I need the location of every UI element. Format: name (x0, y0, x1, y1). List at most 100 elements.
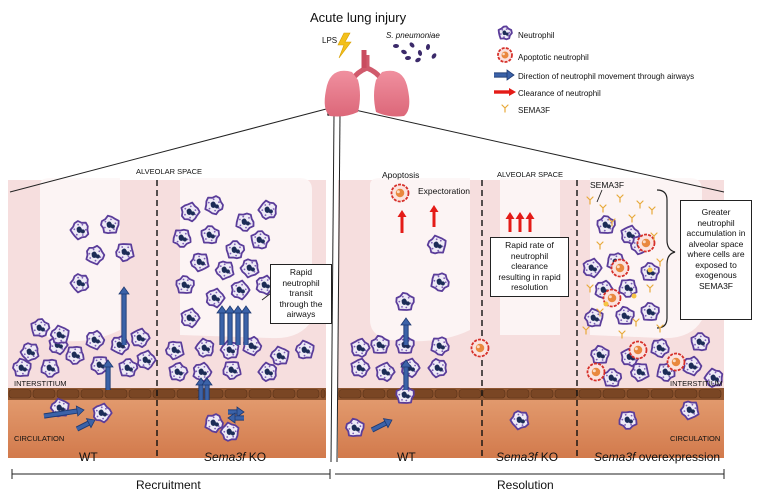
migration-arrow (224, 305, 236, 345)
neutrophil-cell (189, 252, 210, 273)
neutrophil-cell (200, 225, 221, 245)
neutrophil-cell (430, 272, 450, 293)
neutrophil-cell (582, 257, 603, 279)
neutrophil-cell (497, 25, 513, 41)
sema3f-marker (586, 284, 594, 293)
sema3f-marker (596, 241, 604, 250)
migration-arrow (201, 377, 213, 400)
sema3f-marker (650, 232, 658, 241)
neutrophil-cell (682, 355, 703, 377)
neutrophil-cell (115, 243, 135, 263)
neutrophil-cell (375, 361, 396, 383)
migration-arrow (370, 418, 393, 433)
migration-arrow (228, 406, 245, 418)
migration-arrow (216, 305, 228, 345)
migration-arrow (43, 405, 85, 419)
neutrophil-cell (395, 291, 415, 311)
neutrophil-cell (222, 361, 242, 381)
migration-arrow (75, 418, 96, 432)
neutrophil-cell (257, 199, 278, 221)
neutrophil-cell (65, 345, 85, 365)
neutrophil-cell (590, 344, 610, 364)
neutrophil-cell (395, 384, 415, 404)
neutrophil-cell (370, 334, 390, 354)
apoptotic-neutrophil-cell (470, 338, 490, 358)
neutrophil-cell (269, 345, 290, 366)
oe-accumulation-callout: Greater neutrophil accumulation in alveo… (680, 200, 752, 320)
neutrophil-cell (205, 287, 226, 309)
neutrophil-cell (30, 318, 51, 338)
legend-sema3f: SEMA3F (518, 106, 551, 115)
neutrophil-cell (690, 332, 711, 352)
neutrophil-cell (239, 258, 260, 279)
ko-clearance-callout: Rapid rate of neutrophil clearance resul… (490, 237, 569, 297)
clearance-arrow (505, 212, 515, 232)
left-circulation-label: CIRCULATION (14, 434, 65, 443)
neutrophil-cell (90, 356, 110, 376)
neutrophil-cell (679, 400, 700, 421)
figure-title: Acute lung injury (310, 10, 407, 25)
neutrophil-cell (69, 273, 90, 294)
migration-arrow (227, 412, 244, 424)
lungs-icon (324, 50, 410, 117)
neutrophil-cell (164, 340, 185, 361)
sema3f-layer (582, 194, 664, 339)
recruitment-label: Recruitment (136, 478, 201, 492)
neutrophil-cell (230, 279, 251, 301)
right-circulation-label: CIRCULATION (670, 434, 721, 443)
neutrophil-cell (583, 307, 604, 328)
lightning-icon (337, 32, 352, 59)
apoptotic-neutrophil-cell (666, 352, 686, 372)
migration-arrow (118, 286, 130, 345)
neutrophil-cell (257, 361, 278, 383)
left-interstitium-label: INTERSTITIUM (14, 379, 67, 388)
neutrophil-cell (180, 307, 201, 329)
expectoration-label: Expectoration (418, 186, 470, 196)
neutrophil-cell (615, 305, 635, 325)
neutrophil-cell (136, 349, 157, 371)
sema3f-marker (616, 194, 624, 203)
clearance-arrow (515, 212, 525, 232)
phase-brackets (11, 469, 725, 479)
neutrophil-cell (703, 367, 724, 388)
neutrophil-cell (250, 230, 271, 250)
resolution-label: Resolution (497, 478, 554, 492)
arrow-layer (43, 205, 535, 433)
left-wt-label: WT (79, 450, 98, 464)
clearance-arrow (397, 210, 407, 233)
neutrophil-cell (350, 337, 371, 358)
neutrophil-cell (85, 244, 106, 266)
apoptotic-neutrophil-cell (628, 340, 648, 360)
neutrophil-cell (294, 339, 315, 360)
neutrophil-cell (602, 368, 623, 388)
migration-arrow (400, 317, 412, 345)
oe-bracket (656, 189, 676, 329)
neutrophil-cell (630, 362, 650, 383)
neutrophil-cell (172, 228, 192, 248)
right-alveolar-space-label: ALVEOLAR SPACE (497, 170, 563, 179)
neutrophil-cell (40, 358, 60, 378)
neutrophil-cell (426, 234, 447, 255)
migration-arrow (232, 305, 244, 345)
neutrophil-cell (225, 240, 246, 260)
neutrophil-cell (49, 324, 70, 345)
right-sema3f-label: SEMA3F (590, 180, 625, 190)
neutrophil-cell (118, 358, 139, 378)
sema3f-marker (501, 104, 509, 113)
zoom-lines (9, 101, 725, 463)
apoptosis-label: Apoptosis (382, 170, 420, 180)
neutrophil-cell (219, 339, 240, 360)
legend-clearance: Clearance of neutrophil (518, 89, 601, 98)
clearance-arrow (429, 205, 439, 227)
neutrophil-cell (69, 220, 90, 241)
neutrophil-cell (192, 361, 213, 383)
neutrophil-cell (204, 195, 224, 216)
sema3f-marker (646, 284, 654, 293)
sema3f-marker (599, 204, 607, 213)
legend-apoptotic: Apoptotic neutrophil (518, 53, 589, 62)
neutrophil-cell (640, 301, 660, 321)
sema3f-marker (618, 330, 626, 339)
neutrophil-cell (235, 212, 255, 232)
neutrophil-cell (430, 336, 450, 357)
